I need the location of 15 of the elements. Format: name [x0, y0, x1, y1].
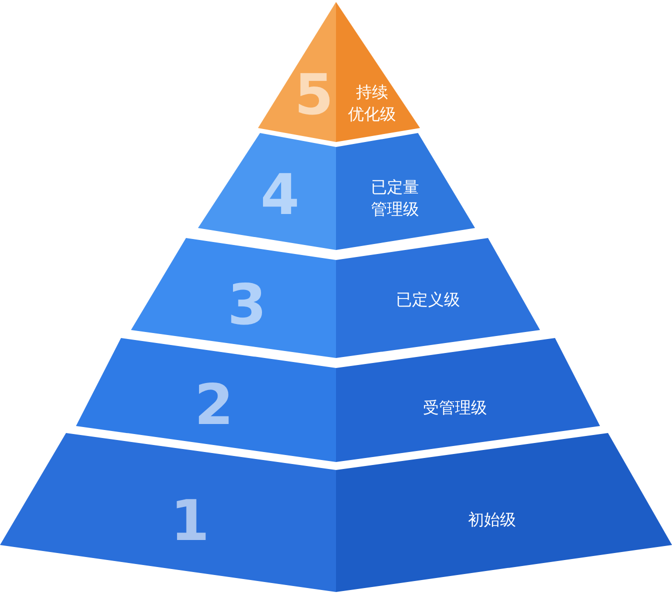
- tier-number: 5: [294, 68, 334, 124]
- pyramid-tier: [131, 238, 540, 358]
- tier-number: 4: [260, 168, 300, 224]
- tier-number: 3: [228, 278, 266, 334]
- pyramid-tier: [76, 338, 600, 462]
- pyramid-tier: [198, 133, 475, 250]
- pyramid-tier: [258, 2, 420, 142]
- tier-number: 2: [194, 378, 234, 434]
- tier-number: 1: [170, 494, 210, 550]
- tier-label: 持续优化级: [348, 81, 396, 125]
- tier-label: 初始级: [468, 509, 516, 531]
- tier-label: 已定义级: [396, 289, 460, 311]
- tier-label: 已定量管理级: [371, 176, 419, 220]
- pyramid-tier: [0, 433, 672, 592]
- tier-label: 受管理级: [423, 397, 487, 419]
